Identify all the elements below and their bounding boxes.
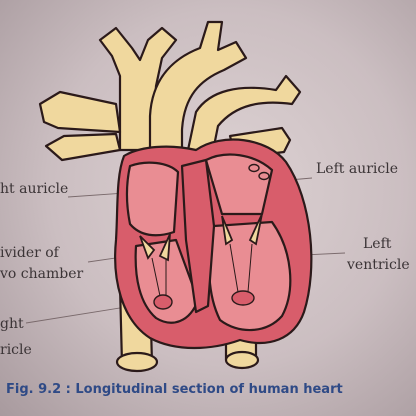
bicuspid-valve-flap-2 (248, 213, 263, 246)
bicuspid-valve-flap-1 (221, 215, 234, 246)
pulmonary-lower-branch (44, 132, 122, 162)
chordae-left (229, 243, 253, 293)
label-right-ventricle-line-1: ght (0, 316, 24, 332)
inferior-vena-cava-opening (115, 351, 159, 373)
label-divider-line-2: vo chamber (0, 266, 84, 282)
label-divider: ivider of vo chamber (0, 245, 83, 282)
pulmonary-trunk (38, 90, 122, 134)
aortic-arch (148, 20, 248, 162)
chordae-tendineae (151, 243, 253, 297)
label-left-ventricle-line-1: Left (363, 236, 392, 252)
heart-body (38, 20, 313, 373)
label-divider-line-1: ivider of (0, 245, 59, 261)
superior-vena-cava (98, 26, 178, 152)
label-left-ventricle-line-2: ventricle (347, 257, 410, 273)
label-left-auricle: Left auricle (316, 161, 398, 177)
pulmonary-artery (186, 74, 302, 158)
pulmonary-vein-openings (248, 163, 270, 181)
valves (139, 213, 263, 262)
pulmonary-vein-opening-1 (248, 163, 260, 173)
label-left-ventricle: Left ventricle (347, 236, 410, 273)
papillary-muscle-left (231, 290, 255, 306)
label-right-auricle: ht auricle (0, 181, 69, 197)
figure-caption: Fig. 9.2 : Longitudinal section of human… (6, 382, 343, 397)
papillary-muscles (153, 290, 255, 310)
chordae-right (151, 257, 167, 297)
septum (180, 158, 216, 314)
right-auricle-chamber (125, 161, 180, 237)
tricuspid-valve-flap-1 (139, 235, 156, 260)
label-right-ventricle-line-2: ricle (0, 342, 32, 358)
tricuspid-valve-flap-2 (158, 233, 171, 262)
pulmonary-vein-opening-2 (258, 171, 270, 181)
descending-aorta-opening (224, 350, 260, 370)
label-right-ventricle: ght ricle (0, 316, 32, 358)
papillary-muscle-right (153, 294, 173, 310)
